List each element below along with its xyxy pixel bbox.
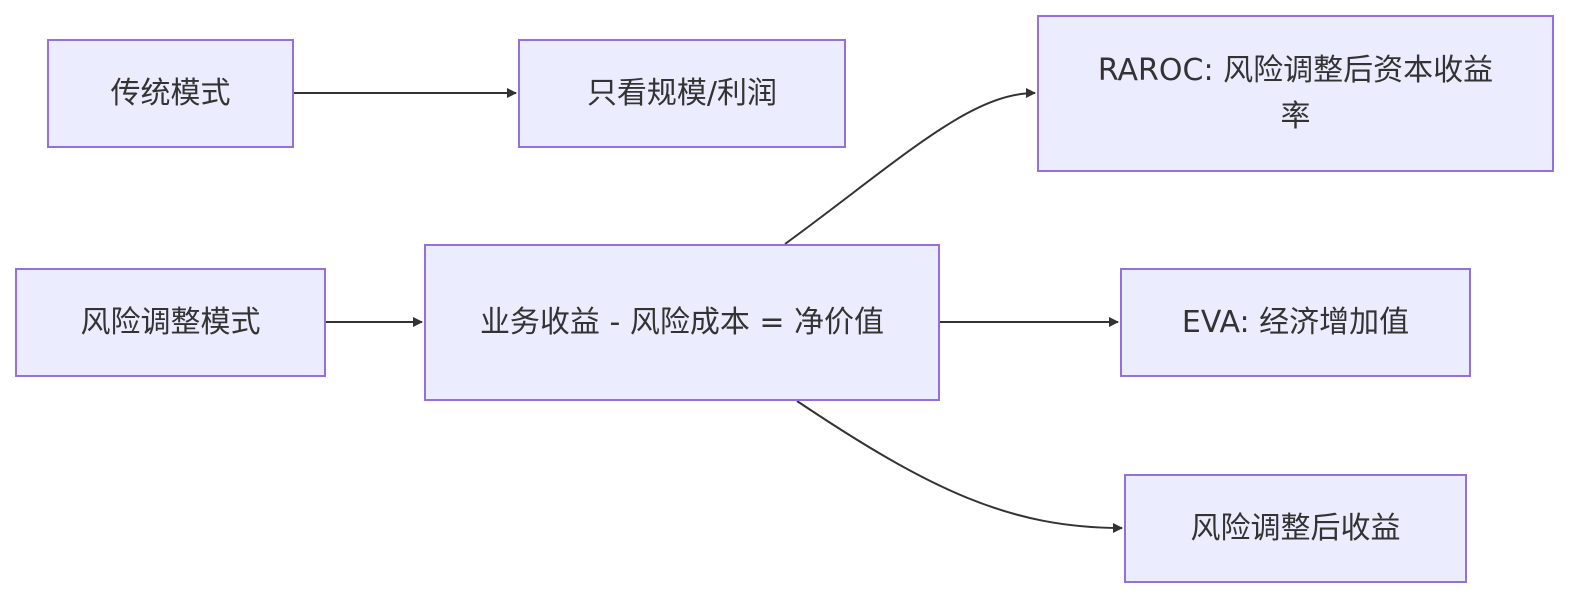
node-scale-profit: 只看规模/利润: [518, 39, 846, 148]
edge-net-value-to-risk-return: [796, 400, 1123, 533]
node-label: RAROC: 风险调整后资本收益率: [1097, 52, 1494, 134]
node-label: 业务收益 - 风险成本 = 净价值: [479, 304, 885, 340]
edge-net-value-to-raroc: [784, 88, 1036, 245]
node-label: 传统模式: [110, 75, 231, 111]
node-risk-adjusted-mode: 风险调整模式: [15, 268, 326, 377]
node-label: 风险调整后收益: [1190, 510, 1401, 546]
node-label: 风险调整模式: [80, 304, 261, 340]
node-label: 只看规模/利润: [586, 75, 778, 111]
node-net-value: 业务收益 - 风险成本 = 净价值: [424, 244, 940, 401]
node-eva: EVA: 经济增加值: [1120, 268, 1471, 377]
node-label: EVA: 经济增加值: [1181, 304, 1410, 340]
node-traditional-mode: 传统模式: [47, 39, 294, 148]
node-risk-adjusted-return: 风险调整后收益: [1124, 474, 1467, 583]
node-raroc: RAROC: 风险调整后资本收益率: [1037, 15, 1554, 172]
